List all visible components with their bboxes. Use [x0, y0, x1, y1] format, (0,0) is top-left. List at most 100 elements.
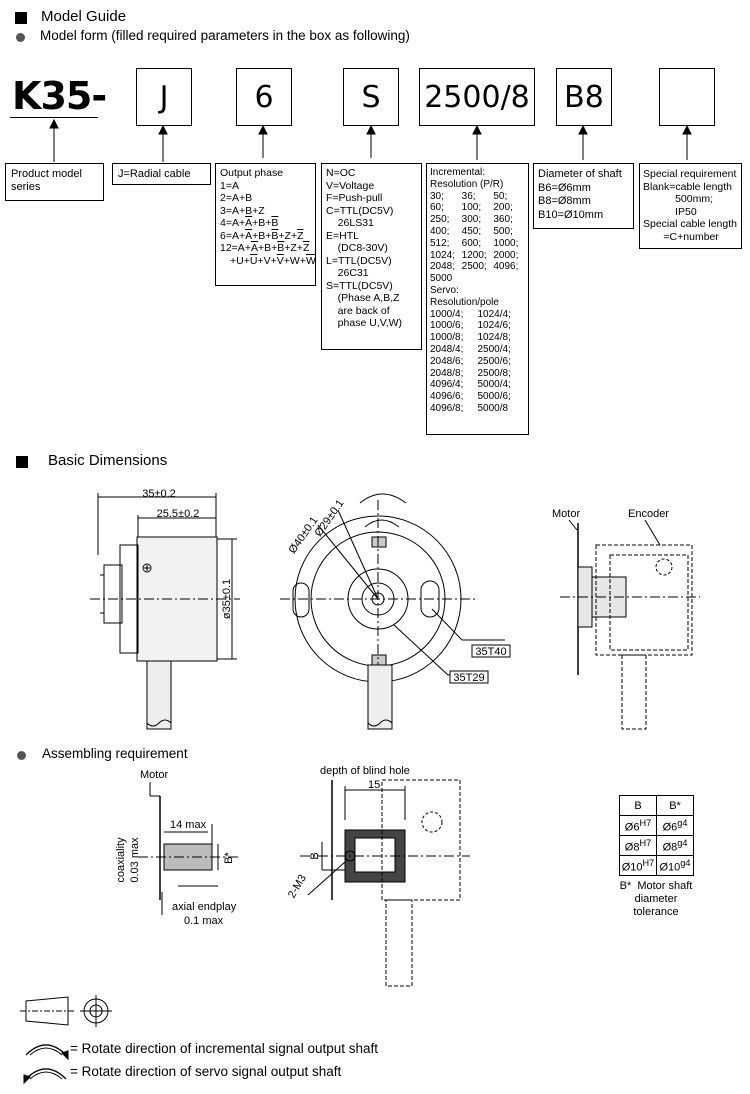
text-line: C=TTL(DC5V)	[326, 204, 394, 217]
dim-phi35: ø35±0.1	[221, 579, 233, 619]
model-guide-subtitle: Model form (filled required parameters i…	[40, 28, 410, 43]
resolution-value: 2048/4;	[430, 343, 464, 355]
model-box-resolution: 2500/8	[419, 68, 535, 126]
text-line: 26LS31	[326, 217, 374, 229]
resolution-value: 500;	[493, 225, 513, 237]
resolution-value: 512;	[430, 237, 450, 249]
dim-15: 15	[368, 779, 380, 791]
text-line: (Phase A,B,Z	[326, 292, 400, 304]
resolution-value: 1200;	[461, 249, 487, 261]
resolution-value: 100;	[461, 202, 482, 214]
model-prefix: K35-	[12, 74, 107, 118]
text-line: B8=Ø8mm	[538, 195, 591, 207]
model-box-cable: J	[136, 68, 192, 126]
resolution-value: 60;	[430, 202, 444, 214]
resolution-value: 400;	[430, 225, 450, 237]
text-line: V=Voltage	[326, 179, 375, 192]
model-guide-title: Model Guide	[41, 8, 127, 25]
resolution-value: 600;	[461, 237, 482, 249]
model-box-phase: 6	[236, 68, 292, 126]
resolution-value: 1024/4;	[477, 308, 511, 320]
text-line: are back of	[326, 304, 390, 317]
assembling-title: Assembling requirement	[42, 746, 188, 761]
dim-35: 35±0.2	[142, 488, 176, 500]
resolution-value: 2500/8;	[477, 367, 511, 379]
encoder-label: Encoder	[628, 508, 669, 520]
resolution-value: 4096/8;	[430, 402, 464, 414]
resolution-value: 300;	[461, 214, 482, 226]
legend-incremental: = Rotate direction of incremental signal…	[70, 1041, 379, 1056]
resolution-value: 30;	[430, 190, 444, 202]
label-35t29: 35T29	[453, 672, 484, 684]
resolution-value: 5000/8	[477, 402, 509, 414]
motor-label: Motor	[552, 508, 580, 520]
text-line: =C+number	[643, 230, 719, 243]
section-marker	[16, 456, 28, 468]
resolution-value: 4096/6;	[430, 391, 464, 403]
resolution-value: 360;	[493, 214, 513, 226]
depth-label: depth of blind hole	[320, 765, 410, 777]
b-label: B	[309, 852, 321, 859]
resolution-value: 2500/6;	[477, 355, 511, 367]
resolution-value: 250;	[430, 214, 450, 226]
tolerance-note: B* Motor shaft diameter tolerance	[619, 880, 693, 918]
resolution-value: 4096;	[493, 261, 519, 273]
resolution-value: 1024/6;	[477, 320, 511, 332]
coaxiality-value: 0.03 max	[129, 837, 141, 883]
legend-symbols	[20, 995, 112, 1085]
resolution-value: 36;	[461, 190, 476, 202]
text-line: 26C31	[326, 267, 369, 279]
text-line: L=TTL(DC5V)	[326, 254, 392, 267]
resolution-value: 2048/6;	[430, 355, 464, 367]
dim-14-max: 14 max	[170, 819, 207, 831]
text-line: F=Push-pull	[326, 192, 383, 204]
text-line: E=HTL	[326, 229, 359, 242]
model-box-shaft: B8	[556, 68, 612, 126]
resolution-value: 5000/4;	[477, 379, 511, 391]
product-model-box: Product model series	[5, 163, 104, 201]
resolution-value: 2500/4;	[477, 343, 511, 355]
text-line: S=TTL(DC5V)	[326, 279, 393, 292]
resolution-box: Incremental: Resolution (P/R) 30;36;50;6…	[426, 163, 529, 435]
resolution-value: 5000/6;	[477, 391, 511, 403]
resolution-value: 450;	[461, 225, 482, 237]
axial-endplay-label: axial endplay	[172, 901, 237, 913]
text-line: phase U,V,W)	[326, 317, 403, 329]
text-line: 500mm;	[643, 193, 714, 205]
legend-servo: = Rotate direction of servo signal outpu…	[70, 1064, 342, 1079]
text-line: B10=Ø10mm	[538, 208, 604, 221]
assembling-drawing: Motor 14 max coaxiality 0.03 max B* axia…	[115, 765, 470, 987]
section-marker	[15, 12, 27, 24]
text-line: Blank=cable length	[643, 180, 733, 193]
text-line: (DC8-30V)	[326, 242, 388, 254]
resolution-value: 1024;	[430, 249, 456, 261]
m3-label: 2-M3	[286, 873, 309, 901]
resolution-value: 200;	[493, 202, 513, 214]
text-line: IP50	[643, 205, 697, 218]
resolution-value: 2048;	[430, 261, 456, 273]
bullet	[16, 33, 25, 42]
text-line: B6=Ø6mm	[538, 181, 591, 194]
prefix-underline	[10, 117, 98, 118]
resolution-value: 1000/4;	[430, 308, 464, 320]
bullet	[17, 751, 26, 760]
text-line: Diameter of shaft	[538, 168, 622, 180]
resolution-value: 1000;	[493, 237, 519, 249]
basic-dimensions-drawing: 35±0.2 25.5±0.2 ø35±0.1 Ø29±0.1 Ø40±0.1 …	[90, 488, 700, 730]
resolution-value: 50;	[493, 190, 508, 202]
basic-dimensions-title: Basic Dimensions	[48, 452, 168, 469]
resolution-value: 2500;	[461, 261, 487, 273]
coaxiality-label: coaxiality	[115, 837, 127, 883]
model-arrows	[49, 118, 692, 162]
dim-25-5: 25.5±0.2	[157, 508, 200, 520]
b-star-label: B*	[223, 851, 235, 863]
label-35t40: 35T40	[475, 646, 506, 658]
text-line: Special cable length	[643, 218, 737, 230]
axial-endplay-value: 0.1 max	[184, 915, 224, 927]
resolution-value: 1000/8;	[430, 332, 464, 344]
